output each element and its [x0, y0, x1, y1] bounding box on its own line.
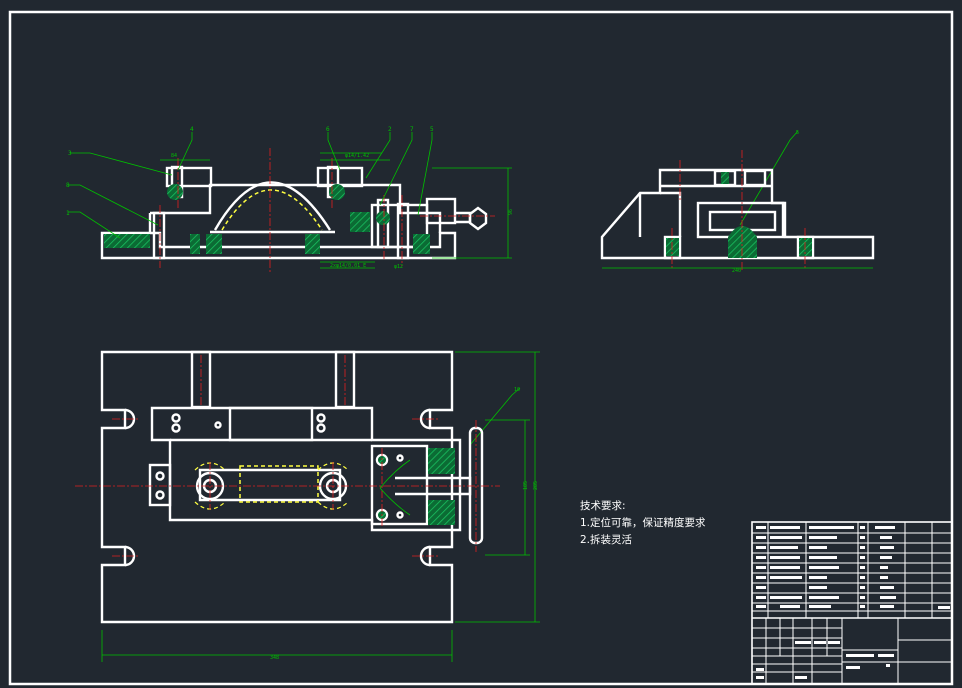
- front-view-dim-text: 84 φ14/1.42 96 2xφ14/0.01 E φ12: [171, 153, 514, 270]
- drawing-border: [8, 10, 954, 686]
- svg-text:240: 240: [732, 268, 741, 274]
- svg-text:5: 5: [430, 126, 434, 133]
- tech-requirement-1: 1.定位可靠，保证精度要求: [580, 517, 706, 529]
- tech-requirement-2: 2.拆装灵活: [580, 534, 633, 546]
- title-block-text-blocks: [756, 526, 950, 679]
- top-view-hatch: [378, 448, 455, 525]
- top-view-centerlines: [75, 355, 500, 557]
- svg-text:1: 1: [66, 210, 70, 217]
- tech-requirements-title: 技术要求:: [580, 500, 626, 512]
- svg-text:4: 4: [190, 126, 194, 133]
- top-view-dim-text: 348 285 185 10: [270, 387, 539, 661]
- front-view-balloons: 3 8 1 4 6 2 7 5: [66, 126, 434, 217]
- technical-requirements: 技术要求: 1.定位可靠，保证精度要求 2.拆装灵活: [580, 498, 706, 549]
- side-view-centerlines: [671, 150, 806, 270]
- svg-text:285: 285: [533, 481, 539, 490]
- title-block: [751, 521, 953, 685]
- svg-text:2: 2: [388, 126, 392, 133]
- svg-text:3: 3: [68, 150, 72, 157]
- svg-text:φ12: φ12: [394, 264, 403, 270]
- svg-text:8: 8: [66, 182, 70, 189]
- svg-text:348: 348: [270, 655, 279, 661]
- svg-text:φ14/1.42: φ14/1.42: [345, 153, 369, 159]
- front-view-hatch: [104, 184, 430, 254]
- svg-text:84: 84: [171, 153, 177, 159]
- svg-text:2xφ14/0.01 E: 2xφ14/0.01 E: [330, 263, 366, 269]
- svg-text:10: 10: [514, 387, 520, 393]
- side-view-hatch: [666, 172, 812, 258]
- top-view-dimensions: [101, 351, 540, 662]
- svg-text:185: 185: [523, 481, 529, 490]
- svg-text:5: 5: [796, 130, 799, 136]
- front-view-dimensions: [68, 130, 799, 446]
- front-view-centerlines: [159, 148, 495, 272]
- top-view: [100, 350, 484, 624]
- side-view-dim-text: 240 5: [732, 130, 799, 274]
- side-view: [600, 168, 875, 260]
- svg-text:96: 96: [508, 209, 514, 215]
- svg-text:7: 7: [410, 126, 414, 133]
- svg-text:6: 6: [326, 126, 330, 133]
